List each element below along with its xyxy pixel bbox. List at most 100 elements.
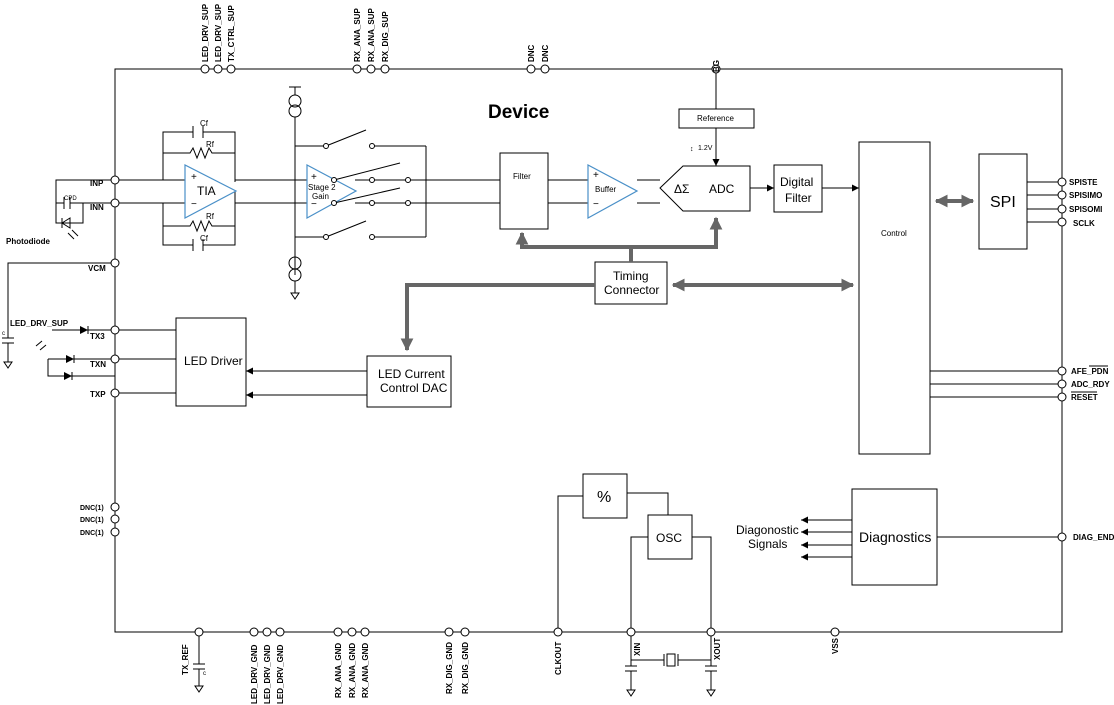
pin-label-top-0: LED_DRV_SUP: [201, 3, 210, 62]
pin-label-bottom-4: RX_ANA_GND: [334, 643, 343, 698]
pin-label-bottom-2: LED_DRV_GND: [263, 644, 272, 704]
pin-left-5: [110, 388, 120, 398]
pin-label-spiste: SPISTE: [1069, 178, 1098, 187]
pin-label-spisomi: SPISOMI: [1069, 205, 1102, 214]
pin-label-txp: TXP: [90, 390, 106, 399]
right-pins: SPISTE SPISIMO SPISOMI SCLK AFE_PDN ADC_…: [1057, 177, 1114, 542]
timing-label-2: Connector: [604, 283, 659, 297]
diagnostics-block: [851, 488, 938, 586]
ref-voltage-label: 1.2V: [698, 145, 713, 152]
pin-left-3: [110, 325, 120, 335]
led-dac-label-1: LED Current: [378, 367, 445, 381]
top-pins: LED_DRV_SUP LED_DRV_SUP TX_CTRL_SUP RX_A…: [200, 3, 721, 74]
pin-left-0: [110, 175, 120, 185]
pin-top-3: [352, 64, 362, 74]
pin-label-diag-end: DIAG_END: [1073, 533, 1114, 542]
pin-top-6: [526, 64, 536, 74]
pin-left-4: [110, 354, 120, 364]
pin-right-7: [1057, 532, 1067, 542]
pin-label-reset: RESET: [1071, 393, 1098, 402]
pin-bottom-12: [830, 627, 840, 637]
adc-label: ADC: [709, 182, 735, 196]
filter-block: [499, 152, 549, 230]
digital-filter-label-1: Digital: [780, 175, 813, 189]
pin-bottom-7: [444, 627, 454, 637]
pin-right-3: [1057, 217, 1067, 227]
pin-bottom-10: [626, 627, 636, 637]
tx-ref-cap-label: c: [203, 671, 206, 677]
pin-bottom-1: [249, 627, 259, 637]
svg-text:−: −: [191, 199, 197, 210]
stage2-label-2: Gain: [312, 192, 329, 201]
pin-label-sclk: SCLK: [1073, 219, 1095, 228]
timing-buses: [400, 216, 855, 352]
pin-bottom-11: [706, 627, 716, 637]
pin-dnc-0: [110, 502, 120, 512]
pin-label-xin: XIN: [633, 642, 642, 656]
pin-left-1: [110, 198, 120, 208]
vcm-network: c: [2, 262, 115, 369]
tia-amplifier: + − TIA: [184, 164, 238, 219]
pin-right-6: [1057, 392, 1067, 402]
pin-label-bottom-5: RX_ANA_GND: [348, 643, 357, 698]
pin-label-top-1: LED_DRV_SUP: [214, 3, 223, 62]
control-pin-lines: [930, 181, 1062, 538]
tx-ref-network: c: [193, 632, 206, 693]
diag-signals-label-1: Diagonostic: [736, 523, 799, 537]
photodiode-network: CPD Photodiode: [6, 179, 115, 246]
pin-label-clkout: CLKOUT: [554, 642, 563, 675]
divider-block: [582, 473, 628, 519]
pin-label-dnc-2: DNC(1): [80, 530, 104, 537]
tia-feedback-network: Cf Rf Rf Cf: [162, 119, 236, 251]
stage2-amplifier: + − Stage 2 Gain: [306, 164, 358, 220]
svg-text:−: −: [311, 199, 317, 210]
cf-label-bottom: Cf: [200, 234, 209, 243]
timing-label-1: Timing: [613, 269, 649, 283]
control-block: [858, 141, 931, 455]
device-title: Device: [488, 102, 549, 123]
pin-left-2: [110, 258, 120, 268]
pin-label-top-2: TX_CTRL_SUP: [227, 4, 236, 62]
adc-block: ΔΣ ADC: [659, 165, 751, 212]
svg-text:+: +: [191, 172, 197, 183]
rf-label-bottom: Rf: [206, 212, 215, 221]
pin-label-bottom-3: LED_DRV_GND: [276, 644, 285, 704]
pin-top-8: [711, 64, 721, 74]
pin-right-0: [1057, 177, 1067, 187]
pin-label-bottom-6: RX_ANA_GND: [361, 643, 370, 698]
pin-label-top-3: RX_ANA_SUP: [353, 8, 362, 62]
buffer-label: Buffer: [595, 185, 617, 194]
vcm-cap-label: c: [2, 331, 5, 337]
left-pins: INP INN VCM TX3 TXN TXP DNC(1) DNC(1) DN…: [80, 175, 120, 537]
pin-label-top-5: RX_DIG_SUP: [381, 11, 390, 62]
pin-label-xout: XOUT: [713, 638, 722, 660]
led-dac-block: [366, 355, 452, 408]
pin-label-top-6: DNC: [527, 44, 536, 62]
switch-network: [288, 86, 427, 300]
osc-label: OSC: [656, 531, 682, 545]
pin-top-2: [226, 64, 236, 74]
led-driver-label: LED Driver: [184, 354, 243, 368]
pin-bottom-9: [553, 627, 563, 637]
stage2-label-1: Stage 2: [308, 183, 336, 192]
osc-block: [647, 514, 693, 560]
pin-bottom-6: [360, 627, 370, 637]
pin-bottom-4: [333, 627, 343, 637]
pin-bottom-0: [194, 627, 204, 637]
pin-label-bottom-8: RX_DIG_GND: [461, 642, 470, 694]
photodiode-label: Photodiode: [6, 237, 51, 246]
control-label: Control: [881, 229, 907, 238]
pin-bottom-8: [460, 627, 470, 637]
pin-label-bottom-7: RX_DIG_GND: [445, 642, 454, 694]
pin-dnc-1: [110, 514, 120, 524]
pin-label-afe-pdn: AFE_PDN: [1071, 367, 1109, 376]
pin-label-spisimo: SPISIMO: [1069, 191, 1102, 200]
pin-right-5: [1057, 379, 1067, 389]
cf-label-top: Cf: [200, 119, 209, 128]
pin-dnc-2: [110, 527, 120, 537]
pin-bottom-5: [347, 627, 357, 637]
pin-label-bottom-1: LED_DRV_GND: [250, 644, 259, 704]
pin-label-top-4: RX_ANA_SUP: [367, 8, 376, 62]
pin-right-4: [1057, 366, 1067, 376]
